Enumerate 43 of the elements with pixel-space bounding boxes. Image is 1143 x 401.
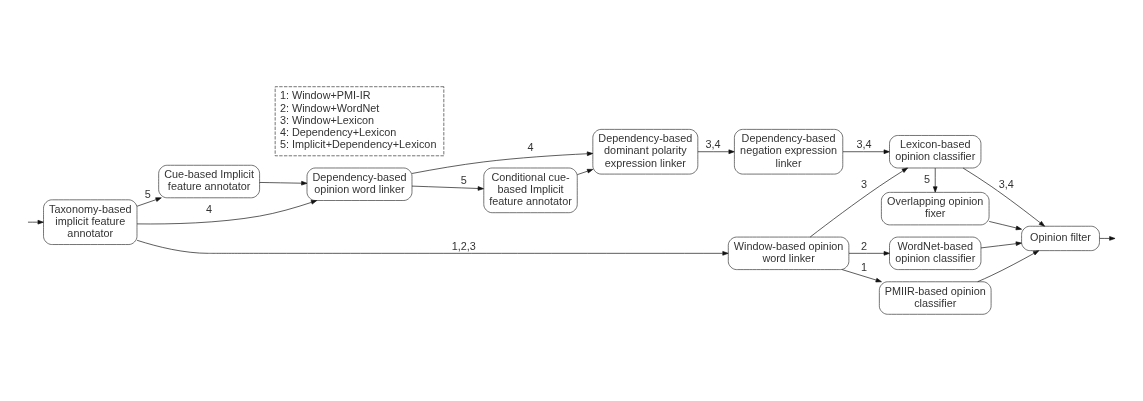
arrow: [933, 167, 938, 193]
edge-label: 2: [861, 239, 868, 252]
node-box: Dependency-based opinion word linker: [306, 167, 413, 201]
node-box: Cue-based Implicit feature annotator: [158, 164, 260, 199]
edge-label: 3: [861, 177, 868, 190]
node-box: Window-based opinion word linker: [727, 236, 850, 270]
arrow: [27, 219, 44, 225]
edge-label: 4: [527, 140, 534, 153]
node-box: Conditional cue-based Implicit feature annotator: [483, 167, 578, 214]
arrow: [980, 241, 1022, 249]
arrow: [136, 197, 162, 207]
edge-label: 3,4: [705, 138, 721, 151]
arrow: [1099, 236, 1116, 241]
node-box: Lexicon-based opinion classifier: [889, 135, 982, 169]
arrow: [259, 180, 308, 186]
arrow: [136, 200, 318, 225]
edge-label: 5: [144, 188, 151, 201]
edge-label: 3,4: [856, 138, 872, 151]
arrow: [842, 149, 890, 154]
node-box: Opinion filter: [1021, 225, 1100, 251]
arrow: [841, 269, 882, 283]
node-box: PMIIR-based opinion classifier: [879, 281, 992, 315]
edge-label: 5: [924, 172, 931, 185]
node-box: Taxonomy-based implicit feature annotator: [43, 199, 138, 245]
edge-label: 1,2,3: [451, 239, 476, 252]
node-box: WordNet-based opinion classifier: [889, 236, 982, 270]
arrow: [848, 251, 890, 256]
arrow: [411, 151, 594, 174]
arrow: [697, 149, 735, 154]
arrow: [136, 239, 729, 256]
arrow: [809, 167, 908, 238]
edge-label: 3,4: [998, 177, 1014, 190]
node-box: Overlapping opinion fixer: [881, 192, 990, 226]
arrow: [577, 169, 594, 175]
edge-label: 5: [460, 174, 467, 187]
arrow: [962, 167, 1045, 227]
node-box: Dependency-based dominant polarity expression linker: [592, 129, 699, 175]
arrow: [988, 221, 1022, 231]
edge-label: 4: [206, 202, 213, 215]
edge-label: 1: [861, 260, 868, 273]
node-box: 1: Window+PMI-IR 2: Window+WordNet 3: Window+Lexicon 4: Dependency+Lexicon 5: Implicit+Dependency+Lexicon: [274, 86, 445, 157]
arrow: [411, 185, 484, 191]
node-box: Dependency-based negation expression linker: [734, 129, 844, 175]
